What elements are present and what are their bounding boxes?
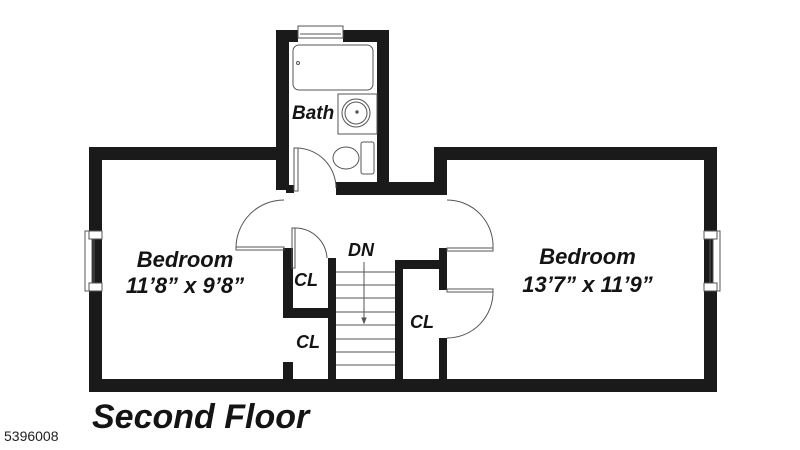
bedroom-right-dimensions: 13’7” x 11’9” bbox=[522, 272, 653, 297]
walls bbox=[89, 30, 717, 392]
bedroom-right-label: Bedroom 13’7” x 11’9” bbox=[500, 245, 675, 297]
closet-upper-left-label: CL bbox=[294, 270, 318, 290]
closet-lower-left-label: CL bbox=[296, 332, 320, 352]
bedroom-right-name: Bedroom bbox=[539, 244, 636, 269]
bedroom-left-dimensions: 11’8” x 9’8” bbox=[125, 273, 245, 298]
listing-id: 5396008 bbox=[4, 428, 59, 444]
floor-title: Second Floor bbox=[92, 398, 310, 436]
bedroom-left-label: Bedroom 11’8” x 9’8” bbox=[110, 248, 260, 298]
closet-right-label: CL bbox=[410, 312, 434, 332]
fixtures bbox=[84, 25, 721, 366]
stairs-down-label: DN bbox=[348, 240, 374, 260]
bath-label: Bath bbox=[292, 103, 335, 124]
bedroom-left-name: Bedroom bbox=[136, 247, 234, 272]
